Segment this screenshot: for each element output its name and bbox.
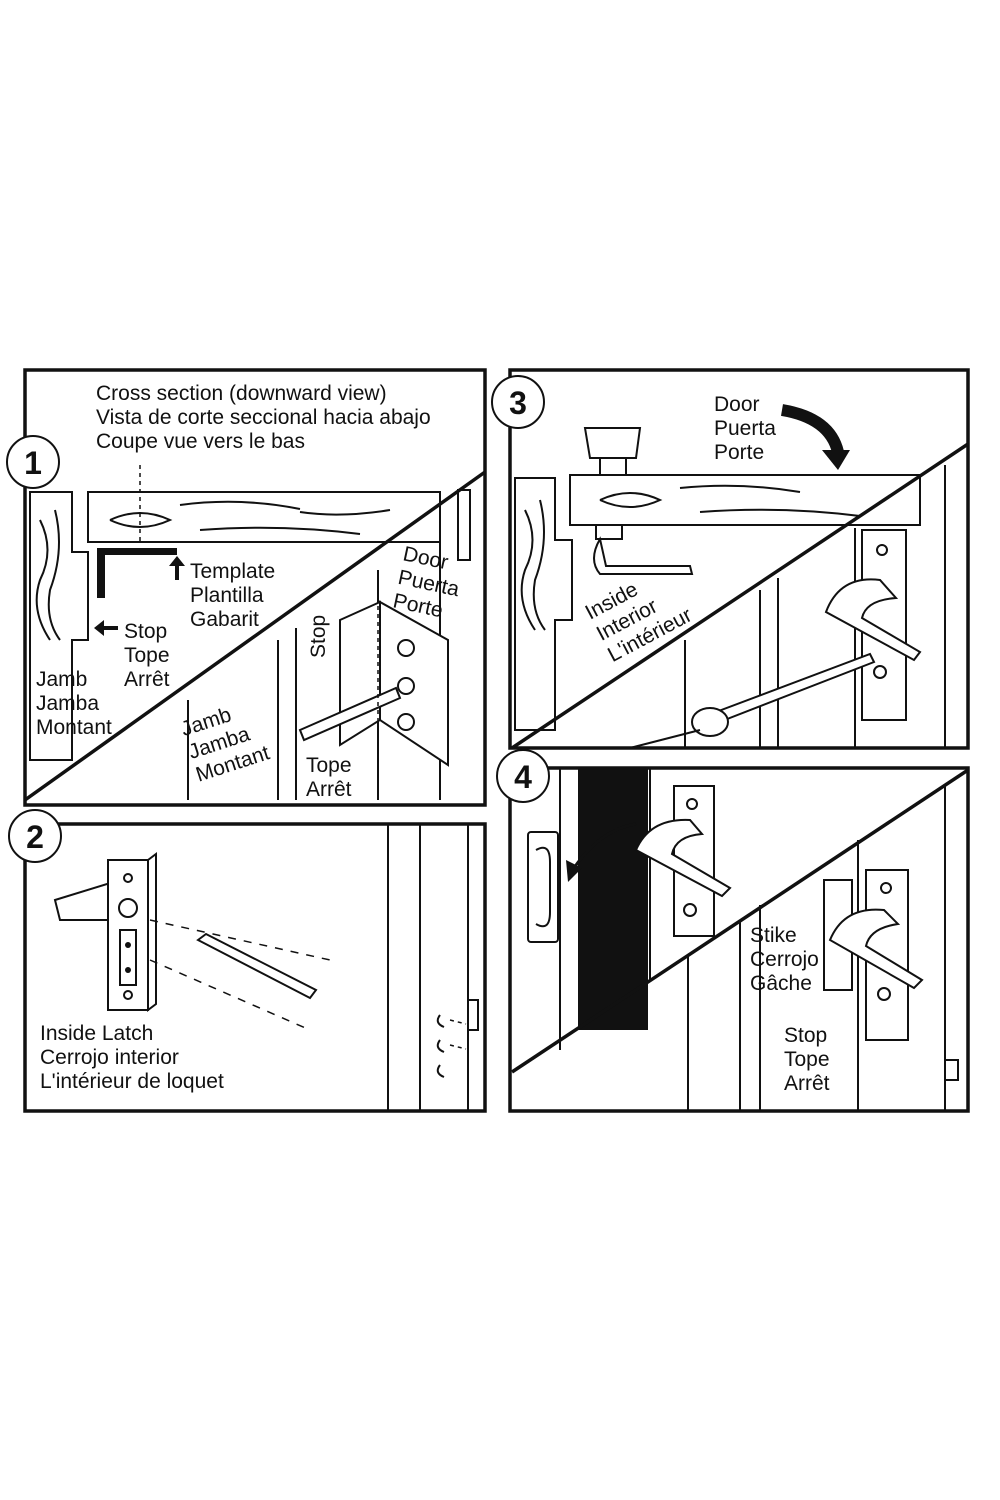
door-label-p1: Door Puerta Porte	[391, 542, 472, 626]
jamb-mid-label: Jamb Jamba Montant	[178, 696, 272, 787]
door-arrow-icon	[780, 404, 844, 454]
door-label-p3: Door Puerta Porte	[714, 393, 782, 464]
step-1-number: 1	[24, 445, 42, 481]
panel-4: 4 Stike Cerrojo Gâche Stop Tope Arrêt	[496, 749, 970, 1113]
spindle	[196, 932, 318, 1000]
template-label: Template Plantilla Gabarit	[190, 560, 281, 631]
jamb-left	[29, 491, 89, 761]
inside-latch-label: Inside Latch Cerrojo interior L'intérieu…	[40, 1022, 224, 1093]
template-bar	[97, 548, 177, 555]
step-1-badge	[6, 435, 60, 489]
inside-label-p3: Inside Interior L'intérieur	[582, 561, 696, 667]
panel-3: 3 Door Puerta Porte Inside Interior L'in…	[491, 368, 970, 750]
door-board-p3	[569, 474, 921, 526]
outside-knob	[583, 427, 642, 459]
panel-1: 1 Cross section (downward view) Vista de…	[6, 368, 487, 807]
svg-text:Door Puerta Po: Door Puerta Porte	[391, 542, 472, 626]
panel-1-frame	[23, 368, 487, 807]
strike-arrow-icon	[572, 822, 637, 869]
step-4-badge	[496, 749, 550, 803]
inside-lever	[593, 536, 694, 575]
tope-arret-label: Tope Arrêt	[306, 754, 357, 801]
step-2-badge	[8, 809, 62, 863]
panel-1-diagonal	[25, 470, 485, 802]
stop-label: Stop Tope Arrêt	[124, 620, 175, 691]
panel-3-frame	[508, 368, 970, 750]
jamb-left-label: Jamb Jamba Montant	[36, 668, 112, 739]
step-3-number: 3	[509, 385, 527, 421]
door-board	[87, 491, 441, 543]
svg-text:Inside Interior: Inside Interior L'intérieur	[582, 561, 696, 667]
cross-section-label: Cross section (downward view) Vista de c…	[96, 382, 437, 453]
template-plate-left	[339, 600, 381, 747]
door-gap	[578, 768, 648, 1030]
stop-arrow-icon	[94, 620, 118, 636]
stop-vertical-label: Stop	[307, 615, 330, 658]
panel-2: 2 Inside Latch Cerrojo interior L'intéri…	[8, 809, 487, 1113]
drill-bit	[298, 686, 402, 742]
step-3-badge	[491, 375, 545, 429]
panel-2-frame	[23, 822, 487, 1113]
strike-label: Stike Cerrojo Gâche	[750, 924, 825, 995]
svg-text:Jamb Jamba Mon: Jamb Jamba Montant	[178, 696, 272, 787]
step-4-number: 4	[514, 759, 532, 795]
lever-p3	[824, 578, 922, 662]
template-arrow-icon	[169, 556, 185, 580]
lever-p4-bottom	[828, 908, 924, 990]
lever-p4-top	[634, 818, 732, 898]
jamb-p3	[514, 477, 573, 731]
step-2-number: 2	[26, 819, 44, 855]
stop-block	[97, 548, 105, 598]
panel-3-diagonal	[511, 442, 968, 748]
stop-label-p4: Stop Tope Arrêt	[784, 1024, 835, 1095]
wood-grain	[109, 500, 391, 535]
